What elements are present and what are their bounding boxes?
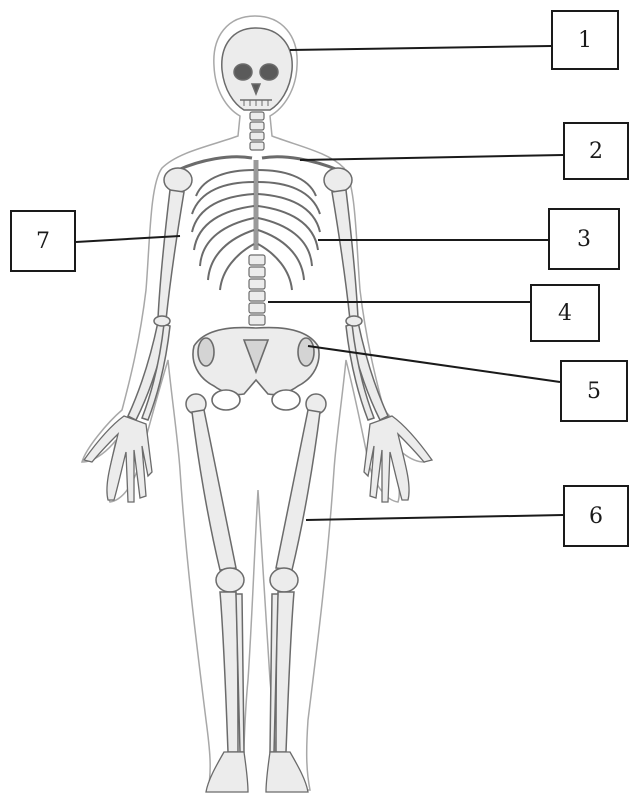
label-number-3: 3 bbox=[577, 227, 591, 252]
label-number-2: 2 bbox=[589, 139, 603, 164]
label-box-6: 6 bbox=[563, 485, 629, 547]
label-box-1: 1 bbox=[551, 10, 619, 70]
label-number-1: 1 bbox=[578, 28, 592, 53]
label-box-7: 7 bbox=[10, 210, 76, 272]
label-box-3: 3 bbox=[548, 208, 620, 270]
label-number-5: 5 bbox=[587, 379, 601, 404]
leader-line-6 bbox=[306, 515, 563, 520]
skull bbox=[222, 28, 292, 110]
legs bbox=[186, 394, 326, 752]
label-box-2: 2 bbox=[563, 122, 629, 180]
label-box-4: 4 bbox=[530, 284, 600, 342]
label-box-5: 5 bbox=[560, 360, 628, 422]
label-number-7: 7 bbox=[36, 229, 50, 254]
leader-line-2 bbox=[300, 155, 563, 160]
label-number-6: 6 bbox=[589, 504, 603, 529]
label-number-4: 4 bbox=[558, 301, 572, 326]
leader-line-1 bbox=[290, 46, 551, 50]
pelvis bbox=[193, 328, 319, 410]
feet bbox=[206, 752, 308, 792]
